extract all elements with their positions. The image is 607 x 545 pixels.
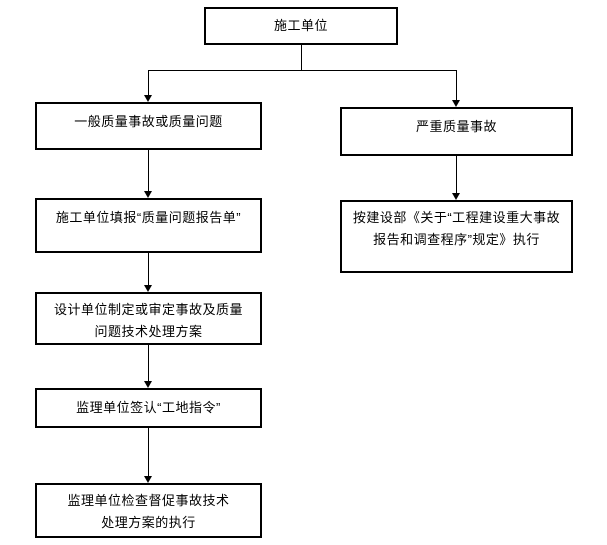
connector-branch-horizontal [148,70,457,71]
node-ministry-regulation: 按建设部《关于“工程建设重大事故 报告和调查程序”规定》执行 [340,200,573,273]
node-design-plan-label: 设计单位制定或审定事故及质量 问题技术处理方案 [53,302,243,339]
connector-general-to-fillreport [148,150,149,191]
arrowhead-designplan [144,285,152,292]
node-supervision-check: 监理单位检查督促事故技术 处理方案的执行 [35,483,262,538]
arrowhead-fillreport [144,191,152,198]
connector-fillreport-to-designplan [148,253,149,285]
node-construction-unit-label: 施工单位 [273,18,328,33]
node-severe-quality: 严重质量事故 [340,107,573,156]
node-general-quality: 一般质量事故或质量问题 [35,102,262,150]
node-design-plan: 设计单位制定或审定事故及质量 问题技术处理方案 [35,292,262,345]
node-fill-report-label: 施工单位填报“质量问题报告单” [55,210,242,225]
node-construction-unit: 施工单位 [204,7,398,45]
connector-top-stem [301,45,302,70]
arrowhead-regulation [452,193,460,200]
node-ministry-regulation-label: 按建设部《关于“工程建设重大事故 报告和调查程序”规定》执行 [352,210,561,247]
connector-designplan-to-sign [148,345,149,381]
connector-right-branch [456,70,457,100]
node-general-quality-label: 一般质量事故或质量问题 [74,114,223,129]
node-supervision-check-label: 监理单位检查督促事故技术 处理方案的执行 [67,493,230,530]
node-fill-report: 施工单位填报“质量问题报告单” [35,198,262,253]
node-supervision-sign-label: 监理单位签认“工地指令” [76,400,221,415]
node-supervision-sign: 监理单位签认“工地指令” [35,388,262,428]
arrowhead-sign [144,381,152,388]
arrowhead-left-branch [144,95,152,102]
arrowhead-right-branch [452,100,460,107]
arrowhead-check [144,476,152,483]
node-severe-quality-label: 严重质量事故 [415,119,497,134]
connector-sign-to-check [148,428,149,476]
connector-severe-to-regulation [456,156,457,193]
connector-left-branch [148,70,149,95]
